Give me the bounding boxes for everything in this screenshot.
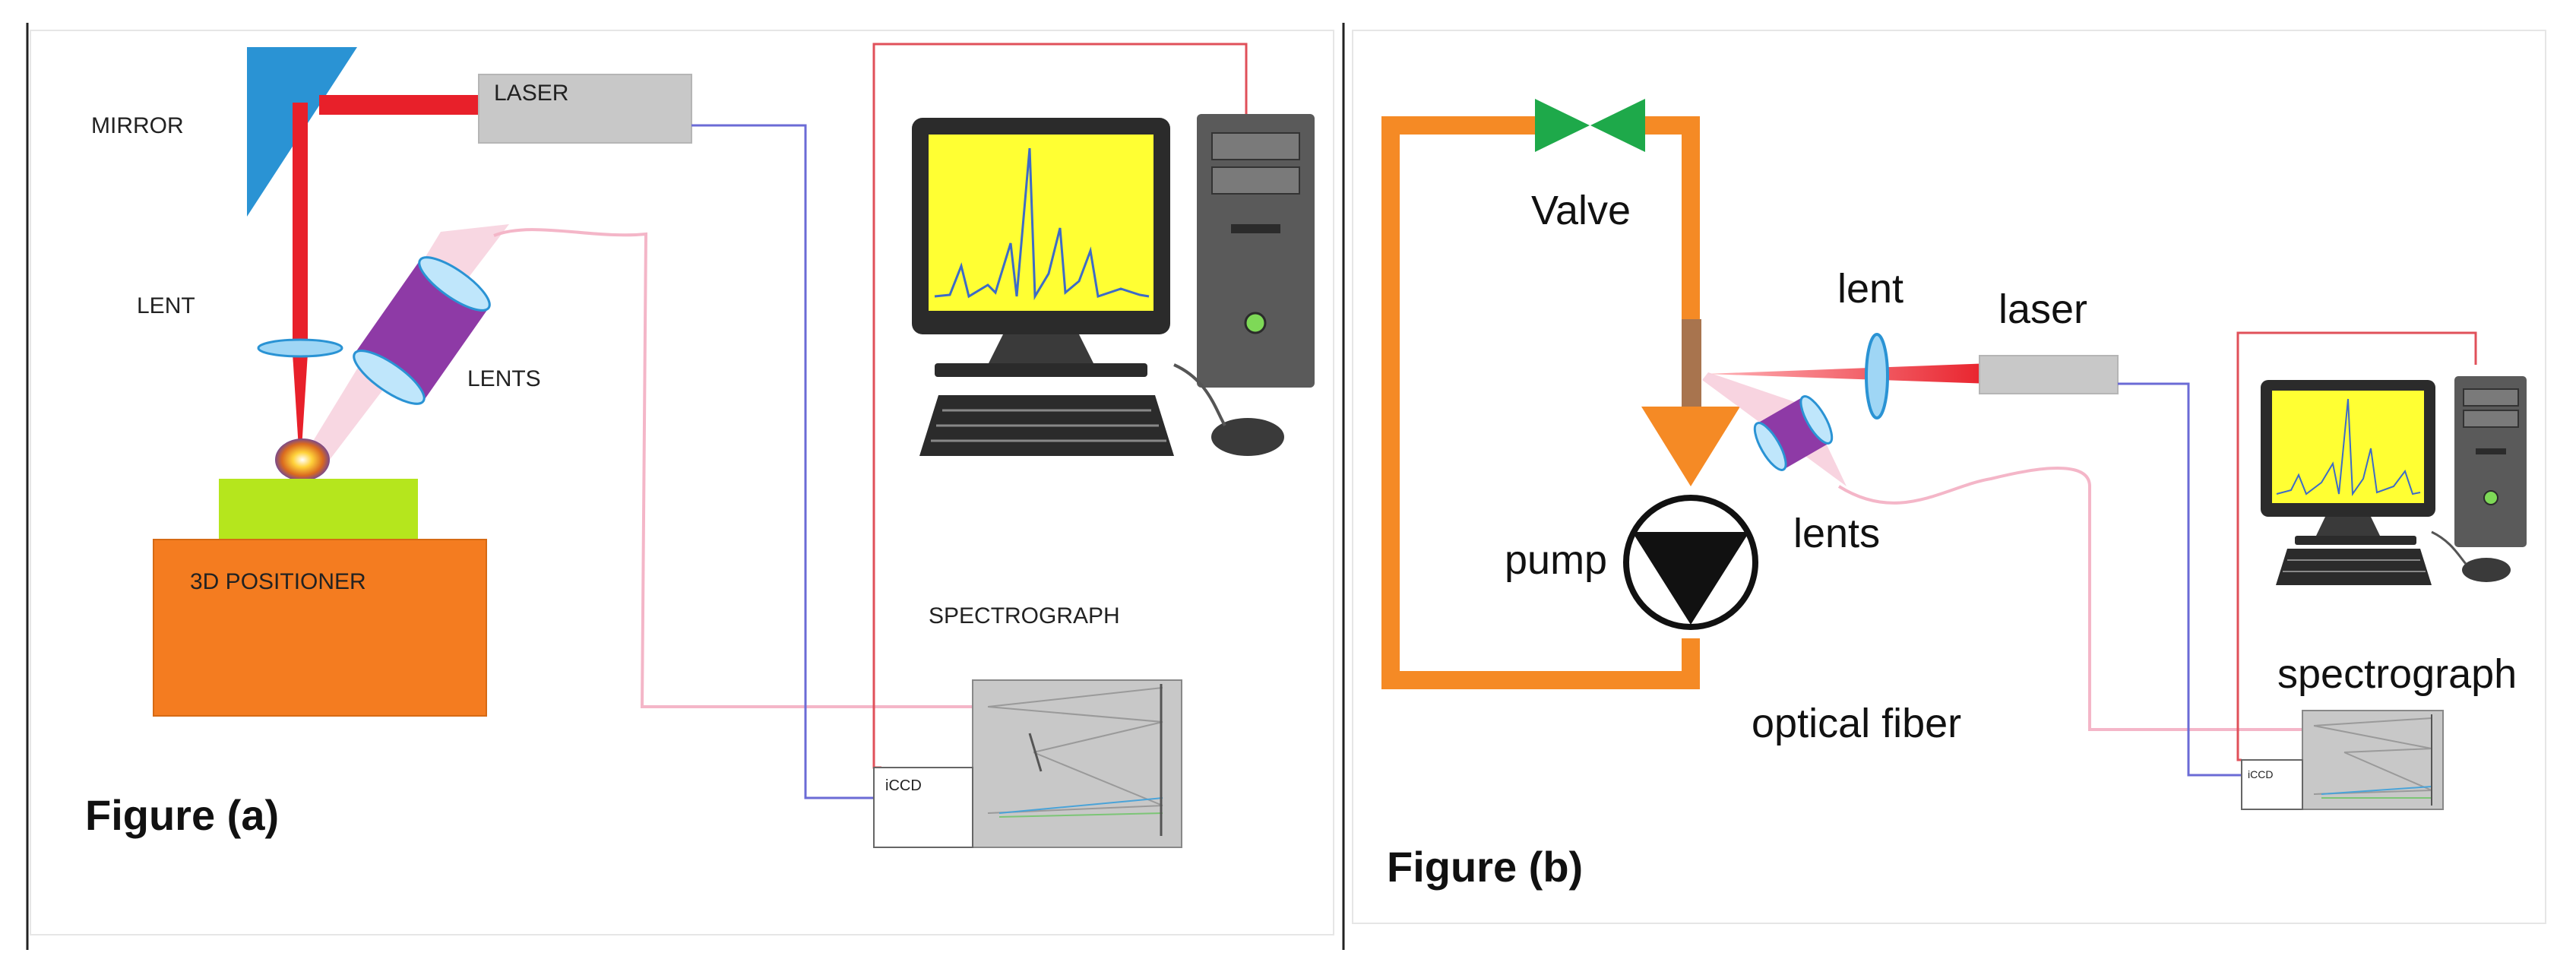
optical-fiber-a bbox=[493, 228, 980, 708]
figure-a-title: Figure (a) bbox=[85, 791, 279, 839]
mirror-label: MIRROR bbox=[91, 113, 184, 138]
iccd-box-a bbox=[873, 767, 973, 848]
optical-fiber-b bbox=[1837, 467, 2302, 731]
pipe-upper bbox=[1630, 116, 1700, 319]
spectrograph-label-b: spectrograph bbox=[2277, 651, 2517, 697]
pipe-loop bbox=[1381, 116, 1700, 689]
trigger-cable-b bbox=[2118, 382, 2242, 777]
laser-label: LASER bbox=[494, 81, 568, 106]
mouse-b bbox=[2462, 558, 2511, 582]
nozzle bbox=[1641, 407, 1740, 486]
valve-icon bbox=[1535, 99, 1590, 152]
collection-lens-icon bbox=[353, 256, 491, 405]
optical-fiber-label: optical fiber bbox=[1752, 701, 1961, 746]
collection-lens-b-icon bbox=[1753, 395, 1834, 471]
lents-label: LENTS bbox=[467, 366, 541, 391]
monitor-stand bbox=[988, 334, 1094, 365]
laser-beam-vertical bbox=[293, 103, 308, 353]
mouse bbox=[1211, 418, 1284, 456]
computer-a bbox=[912, 114, 1315, 456]
laser-head-b bbox=[1979, 355, 2119, 394]
lents-label-b: lents bbox=[1793, 511, 1880, 556]
figure-b-title: Figure (b) bbox=[1387, 843, 1583, 891]
valve-label: Valve bbox=[1531, 188, 1631, 233]
flow-cell bbox=[1682, 319, 1701, 410]
panel-b: Valve pump lent laser lents optical fibe… bbox=[1342, 23, 2546, 950]
iccd-box-b bbox=[2241, 759, 2303, 810]
data-cable-b bbox=[2236, 331, 2477, 761]
iccd-label-b: iCCD bbox=[2248, 768, 2273, 780]
spectrograph-label-a: SPECTROGRAPH bbox=[929, 603, 1120, 628]
computer-b bbox=[2261, 376, 2527, 585]
monitor-spectrum bbox=[934, 147, 1150, 301]
laser-beam-b bbox=[1706, 363, 1991, 384]
sample-stage bbox=[219, 479, 418, 540]
monitor-spectrum-b bbox=[2276, 398, 2421, 496]
panel-a: MIRROR LASER LENT LENTS 3D POSITIONER bbox=[26, 23, 1334, 950]
pump-label: pump bbox=[1505, 537, 1607, 583]
focused-beam bbox=[293, 353, 308, 448]
keyboard-b bbox=[2276, 549, 2432, 585]
plasma-icon bbox=[275, 438, 330, 481]
iccd-label-a: iCCD bbox=[885, 777, 922, 794]
lent-label-b: lent bbox=[1837, 266, 1904, 312]
positioner-label: 3D POSITIONER bbox=[190, 569, 366, 594]
positioner-block bbox=[153, 539, 487, 717]
laser-label-b: laser bbox=[1998, 286, 2087, 332]
laser-beam-horizontal bbox=[319, 95, 483, 115]
trigger-cable-a bbox=[691, 124, 881, 799]
laser-head bbox=[478, 74, 692, 144]
lent-label: LENT bbox=[137, 293, 195, 318]
focusing-lens-b-icon bbox=[1865, 333, 1889, 419]
focusing-lens-icon bbox=[257, 338, 343, 358]
